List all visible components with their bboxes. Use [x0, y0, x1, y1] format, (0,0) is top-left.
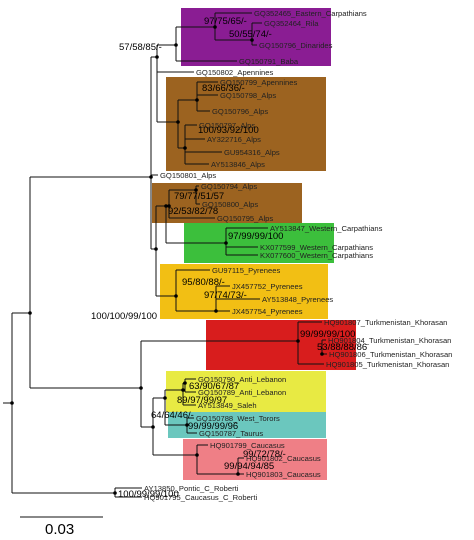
node-dot — [167, 204, 171, 208]
support-value: 89/97/99/97 — [177, 395, 227, 406]
tip-label: GQ150788_West_Torors — [196, 414, 280, 423]
tip-label: GQ150790_Anti_Lebanon — [198, 375, 286, 384]
tip-label: GQ150799_Apennines — [220, 78, 297, 87]
node-dot — [296, 339, 300, 343]
tip-label: AY513848_Pyrenees — [262, 295, 333, 304]
node-dot — [10, 401, 14, 405]
support-value: 64/64/46/- — [151, 410, 194, 421]
node-dot — [183, 381, 187, 385]
node-dot — [194, 188, 198, 192]
node-dot — [151, 425, 155, 429]
node-dot — [163, 396, 167, 400]
support-value: 53/88/88/86 — [317, 342, 367, 353]
tip-label: GQ150787_Taurus — [199, 429, 263, 438]
node-dot — [250, 38, 254, 42]
clade-band-alps-apennines — [166, 77, 326, 171]
tip-label: AY322716_Alps — [207, 135, 261, 144]
node-dot — [195, 98, 199, 102]
support-value: 79/77/51/57 — [174, 191, 224, 202]
support-value: 100/93/92/100 — [198, 125, 259, 136]
node-dot — [139, 386, 143, 390]
node-dot — [195, 453, 199, 457]
support-values: 97/75/65/- 50/55/74/- 57/58/85/- 83/66/3… — [91, 16, 367, 500]
tree-nodes — [10, 25, 324, 495]
tip-label: GU954316_Alps — [224, 148, 280, 157]
node-dot — [224, 241, 228, 245]
tip-labels: GQ352465_Eastern_Carpathians GQ352464_Ri… — [144, 9, 452, 502]
tip-label: HQ901804_Turkmenistan_Khorasan — [328, 336, 451, 345]
tip-label: GQ150796_Alps — [212, 107, 268, 116]
tip-label: JX457752_Pyrenees — [232, 282, 303, 291]
node-dot — [149, 175, 153, 179]
clade-band-pyrenees — [160, 264, 328, 319]
tip-label: GQ150789_Anti_Lebanon — [198, 388, 286, 397]
tree-branches — [3, 12, 327, 498]
node-dot — [181, 388, 185, 392]
tip-label: HQ901802_Caucasus — [246, 454, 321, 463]
support-value: 57/58/85/- — [119, 42, 162, 53]
support-value: 97/75/65/- — [204, 16, 247, 27]
support-value: 97/99/99/100 — [228, 231, 283, 242]
support-value: 99/72/78/- — [243, 449, 286, 460]
support-value: 99/94/94/85 — [224, 461, 274, 472]
tip-label: GU97115_Pyrenees — [212, 266, 280, 275]
node-dot — [174, 43, 178, 47]
clade-band-turkmenistan-khorasan — [206, 320, 356, 370]
tip-label: AY513847_Western_Carpathians — [270, 224, 383, 233]
tip-label: GQ150798_Alps — [220, 91, 276, 100]
tip-label: GQ150800_Alps — [202, 200, 258, 209]
tip-label: GQ352464_Rila — [264, 19, 319, 28]
tip-label: KX077600_Western_Carpathians — [260, 251, 373, 260]
node-dot — [214, 309, 218, 313]
node-dot — [185, 423, 189, 427]
clade-bands — [152, 8, 356, 480]
tip-label: GQ150802_Apennines — [196, 68, 273, 77]
scale-bar: 0.03 — [20, 516, 103, 538]
tip-label: HQ901799_Caucasus — [210, 441, 285, 450]
tip-label: HQ901807_Turkmenistan_Khorasan — [324, 318, 447, 327]
node-dot — [154, 247, 158, 251]
node-dot — [174, 294, 178, 298]
support-value: 92/53/82/78 — [168, 206, 218, 217]
tip-label: AY513846_Alps — [211, 160, 265, 169]
clade-band-caucasus — [183, 439, 327, 480]
node-dot — [176, 120, 180, 124]
tip-label: GQ150797_Alps — [199, 121, 255, 130]
node-dot — [155, 55, 159, 59]
tip-label: HQ901803_Caucasus — [246, 470, 321, 479]
support-value: 95/80/88/- — [182, 277, 225, 288]
node-dot — [28, 311, 32, 315]
clade-band-taurus — [168, 412, 326, 438]
tip-label: GQ150795_Alps — [217, 214, 273, 223]
node-dot — [183, 146, 187, 150]
support-value: 97/74/73/- — [204, 290, 247, 301]
clade-band-balkan — [181, 8, 331, 66]
node-dot — [164, 204, 168, 208]
tip-label: GQ150791_Baba — [239, 57, 299, 66]
tip-label: HQ901795_Caucasus_C_Roberti — [144, 493, 257, 502]
tip-label: GQ150801_Alps — [160, 171, 216, 180]
tip-label: GQ150794_Alps — [201, 182, 257, 191]
tip-label: GQ150796_Dinarides — [259, 41, 333, 50]
tip-label: HQ901805_Turkmenistan_Khorasan — [326, 360, 449, 369]
tip-label: GQ352465_Eastern_Carpathians — [254, 9, 367, 18]
scale-bar-label: 0.03 — [45, 521, 74, 538]
support-value: 99/99/99/100 — [300, 329, 355, 340]
support-value: 100/100/99/100 — [91, 311, 157, 322]
support-value: 83/66/36/- — [202, 83, 245, 94]
tip-label: HQ901806_Turkmenistan_Khorasan — [329, 350, 452, 359]
node-dot — [213, 25, 217, 29]
support-value: 63/90/67/87 — [189, 381, 239, 392]
node-dot — [320, 352, 324, 356]
node-dot — [113, 491, 117, 495]
support-value: 99/99/99/96 — [188, 421, 238, 432]
node-dot — [236, 472, 240, 476]
tip-label: JX457754_Pyrenees — [232, 307, 303, 316]
tip-label: KX077599_Western_Carpathians — [260, 243, 373, 252]
support-value: 50/55/74/- — [229, 29, 272, 40]
tip-label: AY513849_Saleh — [198, 401, 257, 410]
support-value: 100/99/99/100 — [118, 489, 179, 500]
tip-label: AY13850_Pontic_C_Roberti — [144, 484, 239, 493]
